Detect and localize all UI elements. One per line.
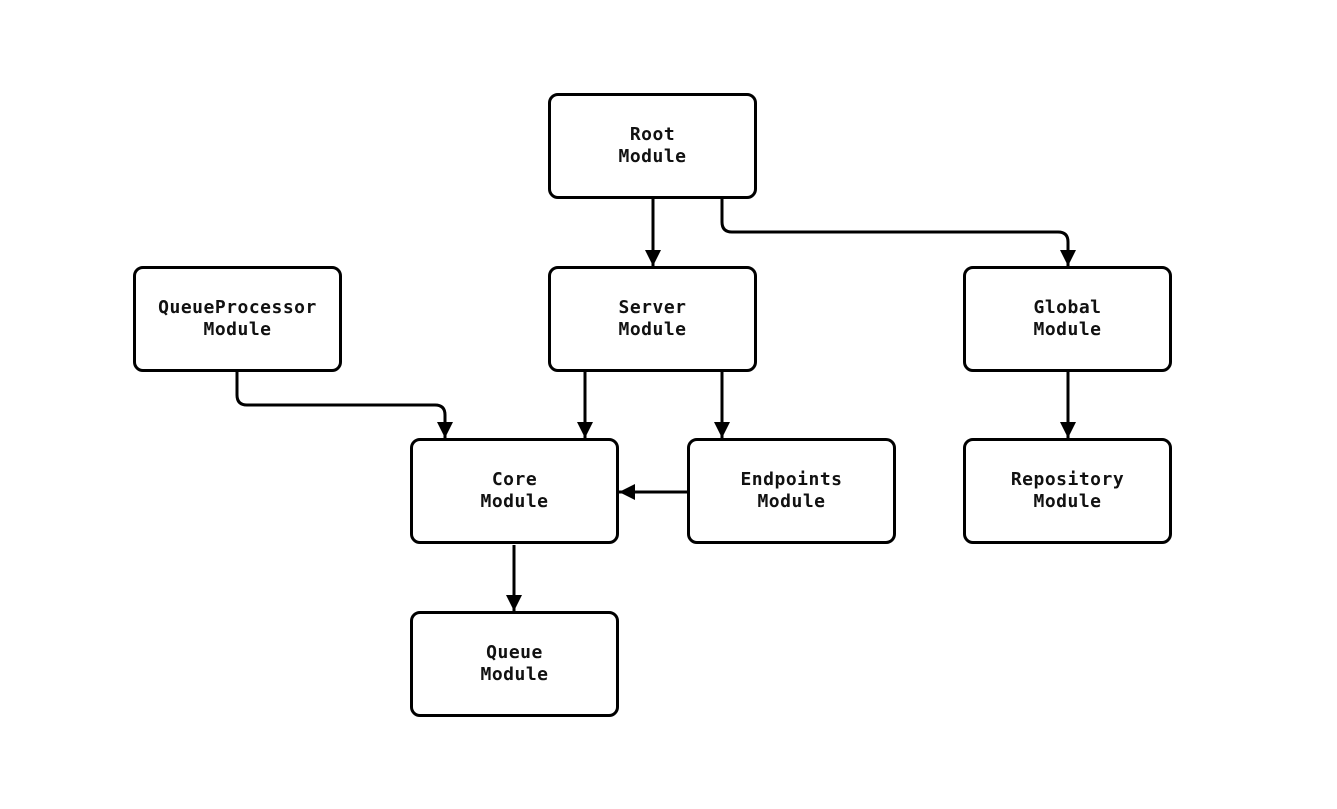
node-repository-module-label: Repository Module [1010, 469, 1125, 512]
node-server-module: Server Module [548, 266, 757, 372]
node-root-module-label: Root Module [618, 124, 687, 167]
node-root-module: Root Module [548, 93, 757, 199]
node-core-module-label: Core Module [480, 469, 549, 512]
node-global-module: Global Module [963, 266, 1172, 372]
node-queue-module: Queue Module [410, 611, 619, 717]
node-global-module-label: Global Module [1033, 297, 1102, 340]
node-queue-module-label: Queue Module [480, 642, 549, 685]
node-queueprocessor-module: QueueProcessor Module [133, 266, 342, 372]
node-repository-module: Repository Module [963, 438, 1172, 544]
node-endpoints-module: Endpoints Module [687, 438, 896, 544]
node-queueprocessor-module-label: QueueProcessor Module [158, 297, 317, 340]
edge-root-to-global [720, 197, 1076, 266]
node-server-module-label: Server Module [618, 297, 687, 340]
node-core-module: Core Module [410, 438, 619, 544]
edge-queueprocessor-to-core [235, 372, 453, 438]
node-endpoints-module-label: Endpoints Module [740, 469, 843, 512]
